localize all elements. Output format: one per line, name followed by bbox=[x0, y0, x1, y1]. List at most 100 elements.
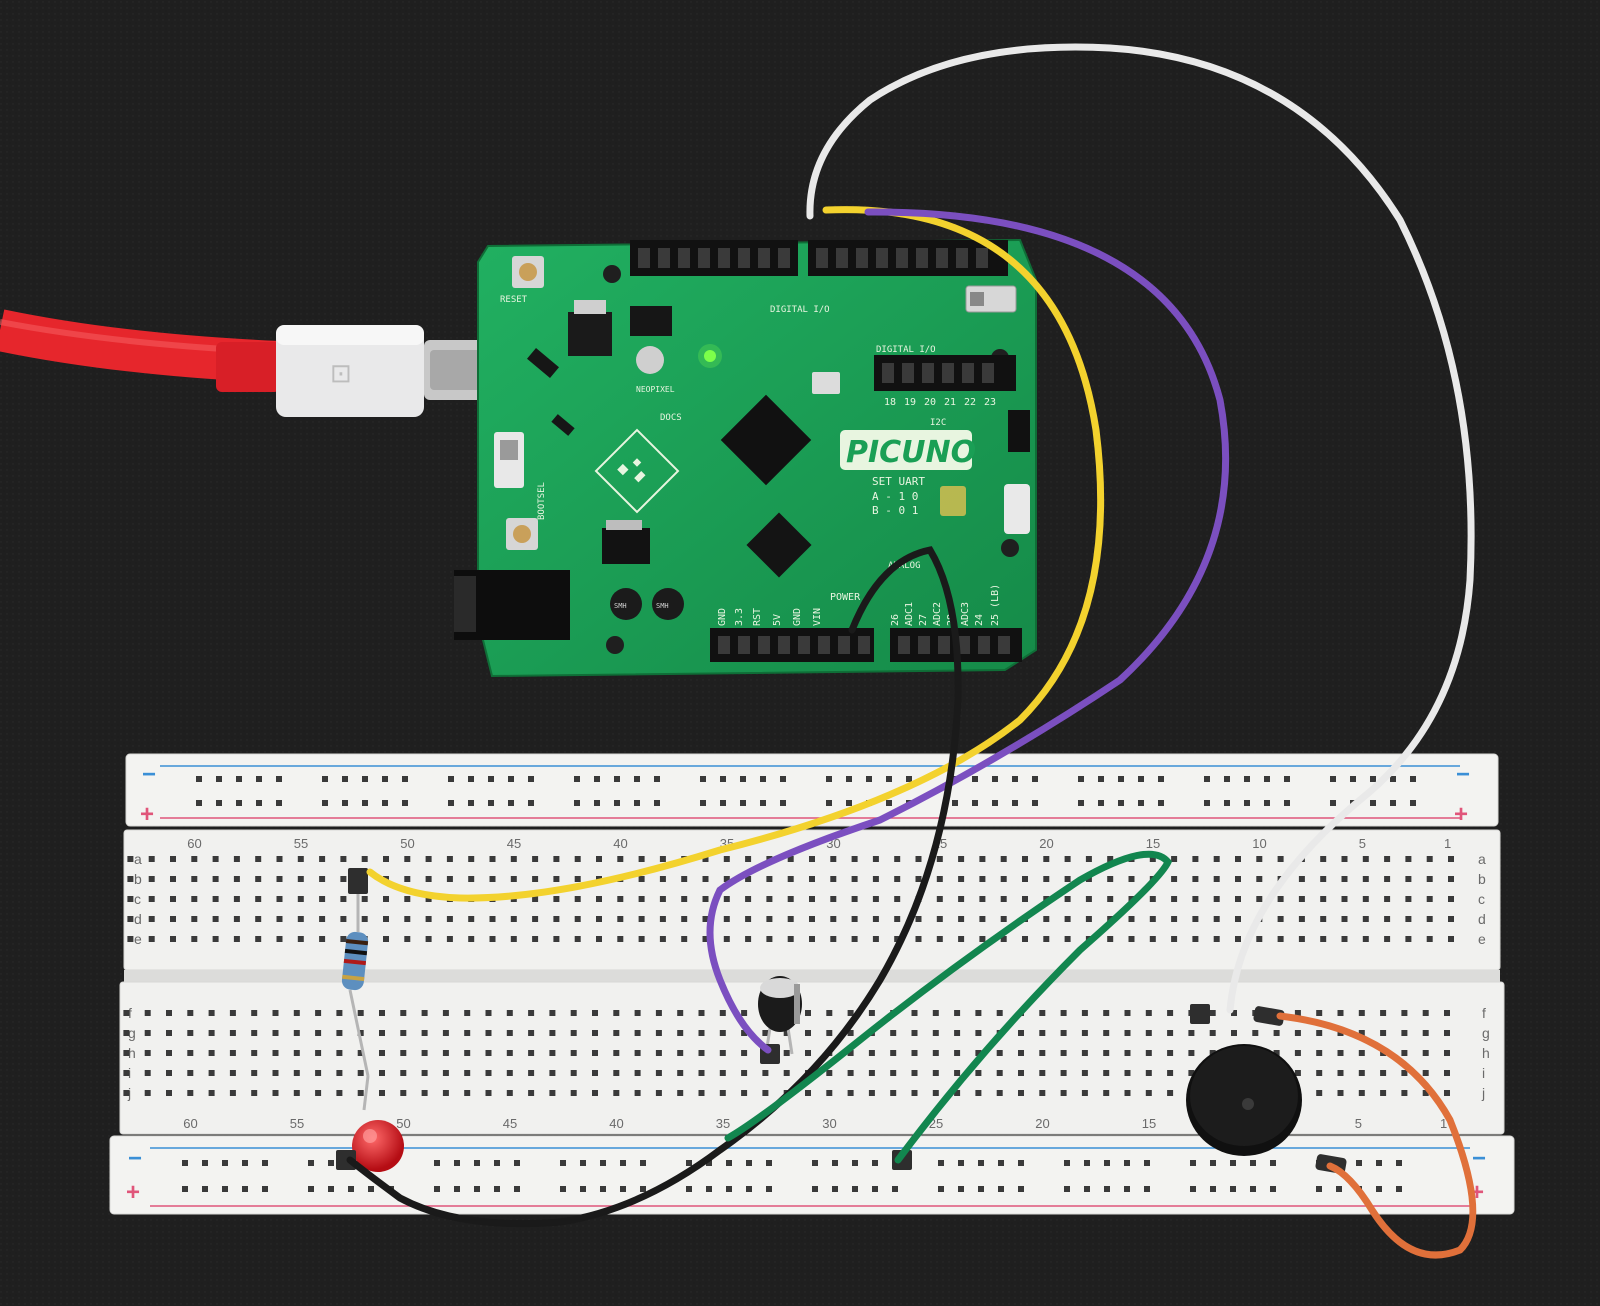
hole bbox=[830, 856, 837, 862]
hole bbox=[700, 776, 706, 782]
hole bbox=[719, 1030, 726, 1036]
hole bbox=[702, 856, 709, 862]
column-number: 20 bbox=[1035, 1116, 1049, 1131]
black-wire bbox=[346, 546, 962, 1228]
hole bbox=[170, 856, 176, 862]
hole bbox=[847, 1010, 854, 1016]
hole bbox=[434, 1160, 440, 1166]
hole bbox=[952, 800, 958, 806]
column-number: 50 bbox=[400, 836, 414, 851]
hole bbox=[894, 876, 901, 882]
hole bbox=[216, 776, 222, 782]
hole bbox=[1270, 1186, 1276, 1192]
hole bbox=[972, 776, 978, 782]
hole bbox=[251, 1030, 258, 1036]
row-letter: j bbox=[1481, 1085, 1485, 1101]
hole bbox=[894, 856, 901, 862]
hole bbox=[1145, 1050, 1152, 1056]
hole bbox=[251, 1070, 258, 1076]
digital-io-mid-label: DIGITAL I/O bbox=[876, 345, 936, 355]
hole bbox=[1012, 800, 1018, 806]
hole bbox=[868, 1090, 875, 1096]
hole bbox=[1171, 856, 1178, 862]
hole bbox=[319, 896, 326, 902]
hole bbox=[592, 1010, 598, 1016]
terminal-holes bbox=[127, 856, 1454, 942]
purple-wire bbox=[706, 208, 1230, 1054]
hole bbox=[826, 1070, 833, 1076]
hole bbox=[464, 1030, 471, 1036]
hole bbox=[780, 776, 786, 782]
hole bbox=[1341, 856, 1348, 862]
hole bbox=[474, 1186, 480, 1192]
hole bbox=[510, 876, 517, 882]
hole bbox=[719, 1050, 726, 1056]
jumper-wires bbox=[346, 43, 1477, 1259]
hole bbox=[308, 1186, 314, 1192]
hole bbox=[911, 1030, 918, 1036]
hole bbox=[328, 1160, 334, 1166]
hole bbox=[1192, 896, 1199, 902]
hole bbox=[723, 856, 730, 862]
hole bbox=[382, 776, 388, 782]
hole bbox=[1356, 1160, 1362, 1166]
power-pin-label: 5V bbox=[772, 614, 783, 626]
hole bbox=[1358, 1010, 1365, 1016]
hole bbox=[702, 936, 709, 942]
hole bbox=[293, 1030, 300, 1036]
hole bbox=[276, 916, 283, 922]
top-header-left bbox=[630, 240, 798, 276]
hole bbox=[262, 1186, 268, 1192]
hole bbox=[1336, 1186, 1342, 1192]
hole bbox=[915, 876, 922, 882]
hole bbox=[594, 800, 600, 806]
hole bbox=[1235, 876, 1241, 882]
hole bbox=[762, 1070, 769, 1076]
hole bbox=[560, 1160, 566, 1166]
hole bbox=[315, 1030, 322, 1036]
hole bbox=[740, 776, 746, 782]
hole bbox=[442, 1070, 449, 1076]
hole bbox=[1081, 1030, 1088, 1036]
hole bbox=[1039, 1030, 1046, 1036]
hole bbox=[570, 1090, 577, 1096]
row-letter: h bbox=[1482, 1045, 1490, 1061]
hole bbox=[1444, 1090, 1450, 1096]
hole bbox=[256, 800, 262, 806]
hole bbox=[1396, 1160, 1402, 1166]
hole bbox=[1043, 916, 1050, 922]
reset-button[interactable] bbox=[512, 256, 544, 288]
hole bbox=[532, 936, 539, 942]
hole bbox=[553, 896, 560, 902]
hole bbox=[1401, 1030, 1408, 1036]
hole bbox=[510, 856, 517, 862]
hole bbox=[894, 936, 901, 942]
hole bbox=[787, 896, 794, 902]
hole bbox=[276, 776, 282, 782]
hole bbox=[1294, 1030, 1301, 1036]
hole bbox=[255, 876, 262, 882]
hole bbox=[506, 1070, 513, 1076]
hole bbox=[906, 776, 912, 782]
hole bbox=[745, 896, 752, 902]
hole bbox=[448, 800, 454, 806]
orange-wire bbox=[1276, 1012, 1477, 1259]
hole bbox=[468, 916, 475, 922]
hole bbox=[1410, 776, 1416, 782]
hole bbox=[1210, 1186, 1216, 1192]
hole bbox=[379, 1090, 385, 1096]
power-label: POWER bbox=[830, 592, 861, 603]
hole bbox=[600, 1186, 606, 1192]
hole bbox=[1320, 876, 1327, 882]
hole bbox=[297, 856, 304, 862]
hole bbox=[726, 1186, 732, 1192]
hole bbox=[1064, 856, 1071, 862]
hole bbox=[979, 916, 986, 922]
hole bbox=[1362, 876, 1369, 882]
bootsel-button[interactable] bbox=[506, 518, 538, 550]
hole bbox=[272, 1050, 279, 1056]
hole bbox=[166, 1090, 172, 1096]
hole bbox=[421, 1010, 428, 1016]
hole bbox=[620, 1186, 626, 1192]
hole bbox=[272, 1030, 279, 1036]
